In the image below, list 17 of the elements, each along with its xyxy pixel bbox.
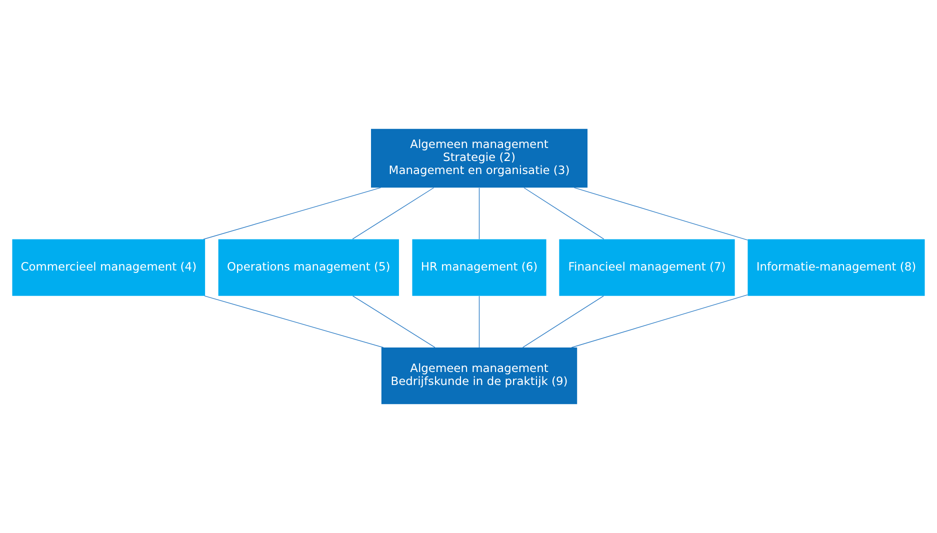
node-box: Algemeen management Bedrijfskunde in de praktijk (9)	[381, 348, 578, 404]
node-box: Algemeen management Strategie (2) Management en organisatie (3)	[371, 128, 588, 188]
node-box: HR management (6)	[412, 239, 546, 296]
connector	[522, 296, 604, 348]
connector	[524, 187, 604, 240]
connector	[203, 187, 382, 240]
node-box: Financieel management (7)	[559, 239, 735, 296]
node-box: Commercieel management (4)	[12, 239, 206, 296]
connector	[352, 187, 434, 240]
node-box: Operations management (5)	[218, 239, 399, 296]
connector	[574, 187, 748, 240]
connector	[478, 296, 480, 348]
connector	[571, 294, 748, 348]
connector	[352, 296, 436, 348]
node-box: Informatie-management (8)	[748, 239, 925, 296]
connector	[204, 296, 384, 348]
connector	[478, 188, 480, 240]
